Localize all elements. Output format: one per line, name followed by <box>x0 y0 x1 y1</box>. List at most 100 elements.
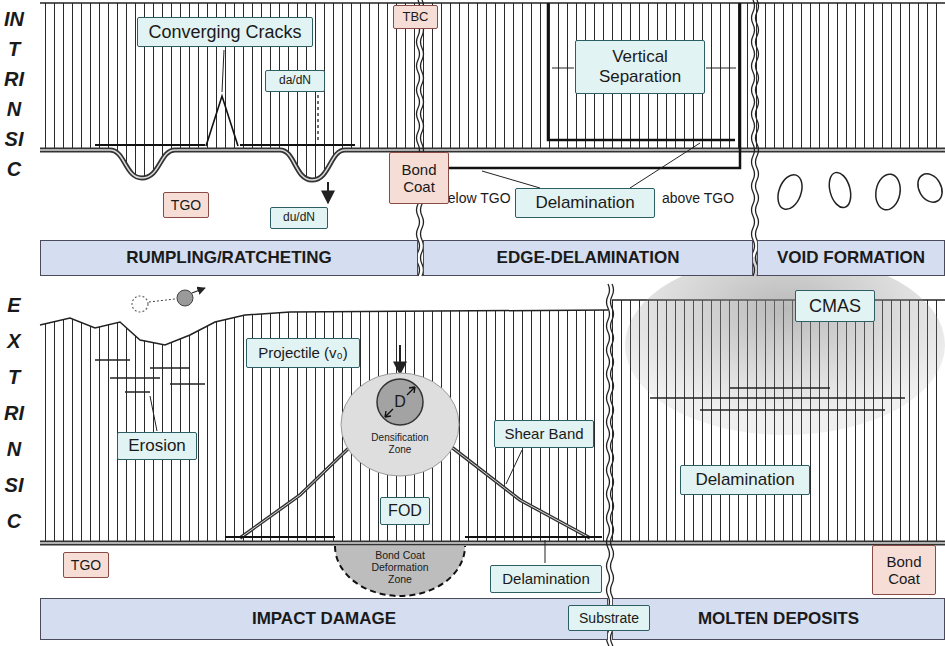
node-label: Bond Coat Deformation Zone <box>365 549 435 585</box>
section-dividers <box>417 0 759 646</box>
node-label: EDGE-DELAMINATION <box>497 248 680 268</box>
node-label: Projectile (v₀) <box>258 344 348 361</box>
vertical-separation-crack <box>440 3 740 168</box>
mechanism-band: VOID FORMATION <box>757 240 945 276</box>
callout-box: da/dN <box>265 70 325 92</box>
break-line <box>611 284 614 646</box>
side-heading: INTRINSIC <box>4 4 24 184</box>
shear-band <box>445 442 590 538</box>
callout-box: du/dN <box>270 207 328 229</box>
leader-line <box>706 68 736 69</box>
void <box>873 172 903 212</box>
void <box>826 170 855 210</box>
annotation: above TGO <box>662 190 734 206</box>
bond-coat-layer <box>40 545 945 598</box>
rebound-path <box>149 299 175 302</box>
annotation: below TGO <box>440 190 511 206</box>
mechanism-band: IMPACT DAMAGE <box>40 598 608 640</box>
void <box>913 170 945 207</box>
bond-coat-layer <box>40 152 945 240</box>
callout-box: Delamination <box>515 188 655 218</box>
delamination-crack <box>225 536 602 538</box>
tbc-surface <box>40 2 945 4</box>
leader-line <box>222 50 224 92</box>
rebound-arrow <box>192 288 205 293</box>
node-label: da/dN <box>279 74 311 88</box>
erosion-particle <box>177 290 193 306</box>
break-line <box>752 0 755 276</box>
node-label: Shear Band <box>504 425 583 442</box>
tgo-layer <box>40 150 945 180</box>
converging-crack <box>206 96 238 146</box>
leader-line <box>552 68 574 69</box>
node-label: Densification Zone <box>364 432 436 455</box>
tgo-layer <box>40 541 945 546</box>
break-line <box>607 284 610 646</box>
erosion-particle <box>132 296 148 312</box>
layer-tag: TGO <box>63 552 109 578</box>
layer-tag: Substrate <box>568 605 650 631</box>
leader-line <box>482 171 540 188</box>
vertical-separation-crack <box>548 3 735 140</box>
node-label: Erosion <box>128 436 186 456</box>
mechanism-band: RUMPLING/RATCHETING <box>40 240 418 276</box>
tgo-inner <box>40 150 945 180</box>
leader-line <box>630 143 700 188</box>
impact-arrow <box>399 345 401 374</box>
layer-tag: Bond Coat <box>389 152 449 204</box>
node-label: CMAS <box>809 296 861 317</box>
node-label: Substrate <box>579 610 639 626</box>
layer-tag: TBC <box>393 5 438 29</box>
shear-band <box>240 442 355 538</box>
node-label: Vertical Separation <box>585 47 695 86</box>
leader-line <box>545 540 546 563</box>
callout-box: FOD <box>380 497 430 525</box>
callout-box: Erosion <box>117 432 197 460</box>
cmas-infiltration <box>625 255 945 435</box>
erosion-crack <box>95 360 205 392</box>
mechanism-band: EDGE-DELAMINATION <box>423 240 753 276</box>
zone-outline <box>335 546 465 596</box>
displacement-arrow <box>327 182 329 203</box>
node-label: RUMPLING/RATCHETING <box>126 248 332 268</box>
node-label: Bond Coat <box>879 553 929 588</box>
zone-fill <box>335 546 465 596</box>
side-heading: EXTRINSIC <box>4 287 24 539</box>
node-label: Delamination <box>502 570 590 587</box>
node-label: TBC <box>403 10 429 25</box>
ball-outline <box>377 379 423 425</box>
node-label: Delamination <box>695 470 794 490</box>
callout-box: Delamination <box>490 565 602 593</box>
diameter-arrow <box>385 387 415 417</box>
callout-box: Shear Band <box>494 420 594 448</box>
crack-line <box>95 144 355 146</box>
projectile-ball: D <box>376 378 424 426</box>
callout-box: Vertical Separation <box>575 40 705 94</box>
node-label: Bond Coat <box>396 161 442 196</box>
node-label: IMPACT DAMAGE <box>252 609 396 629</box>
leader-line <box>506 450 522 484</box>
node-label: TGO <box>71 557 101 573</box>
mechanism-band: MOLTEN DEPOSITS <box>612 598 945 640</box>
layer-tag: TGO <box>163 192 209 218</box>
callout-box: CMAS <box>795 290 875 322</box>
node-label: Converging Cracks <box>148 22 301 43</box>
zone-outline <box>341 373 459 476</box>
callout-box: Projectile (v₀) <box>246 338 360 368</box>
void <box>774 171 807 212</box>
break-line <box>756 0 759 276</box>
break-line <box>421 0 424 276</box>
deformation-zone: Bond Coat Deformation Zone <box>335 546 465 596</box>
cmas-crack <box>650 388 905 410</box>
tbc-columns <box>40 3 945 150</box>
node-label: VOID FORMATION <box>777 248 925 268</box>
node-label: TGO <box>171 197 201 213</box>
callout-box: Delamination <box>680 465 810 495</box>
node-label: du/dN <box>283 211 315 225</box>
break-line <box>417 0 420 276</box>
node-label: Delamination <box>535 193 634 213</box>
node-label: MOLTEN DEPOSITS <box>698 609 859 629</box>
